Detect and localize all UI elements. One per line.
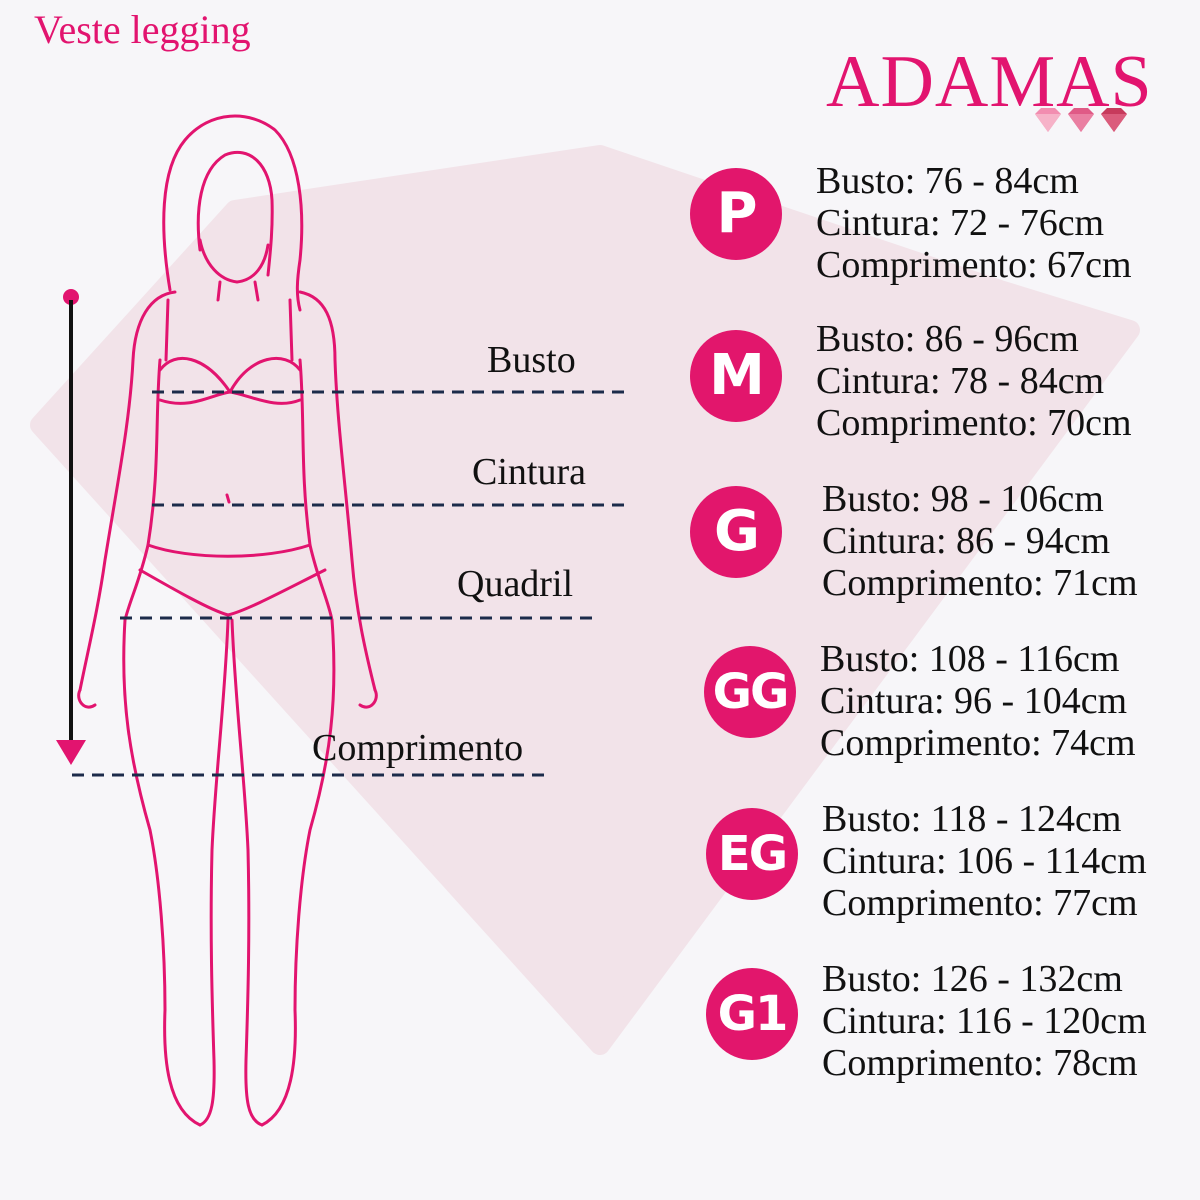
size-row-g: G Busto: 98 - 106cm Cintura: 86 - 94cm C… (690, 478, 1190, 608)
size-comprimento: Comprimento: 74cm (820, 722, 1136, 764)
size-details-g1: Busto: 126 - 132cm Cintura: 116 - 120cm … (822, 958, 1147, 1084)
size-cintura: Cintura: 96 - 104cm (820, 680, 1128, 722)
size-cintura: Cintura: 78 - 84cm (816, 360, 1105, 402)
size-comprimento: Comprimento: 70cm (816, 402, 1132, 444)
size-row-m: M Busto: 86 - 96cm Cintura: 78 - 84cm Co… (690, 318, 1190, 448)
size-busto: Busto: 126 - 132cm (822, 958, 1123, 1000)
size-busto: Busto: 108 - 116cm (820, 638, 1120, 680)
size-details-m: Busto: 86 - 96cm Cintura: 78 - 84cm Comp… (816, 318, 1132, 444)
size-busto: Busto: 98 - 106cm (822, 478, 1104, 520)
size-badge-g1: G1 (706, 968, 798, 1060)
size-comprimento: Comprimento: 71cm (822, 562, 1138, 604)
size-details-eg: Busto: 118 - 124cm Cintura: 106 - 114cm … (822, 798, 1147, 924)
size-row-g1: G1 Busto: 126 - 132cm Cintura: 116 - 120… (690, 958, 1190, 1088)
size-details-p: Busto: 76 - 84cm Cintura: 72 - 76cm Comp… (816, 160, 1132, 286)
label-quadril: Quadril (457, 563, 574, 605)
size-busto: Busto: 86 - 96cm (816, 318, 1079, 360)
size-cintura: Cintura: 106 - 114cm (822, 840, 1147, 882)
size-busto: Busto: 76 - 84cm (816, 160, 1079, 202)
size-details-gg: Busto: 108 - 116cm Cintura: 96 - 104cm C… (820, 638, 1136, 764)
size-badge-p: P (690, 168, 782, 260)
size-comprimento: Comprimento: 77cm (822, 882, 1138, 924)
label-busto: Busto (487, 339, 576, 381)
size-row-eg: EG Busto: 118 - 124cm Cintura: 106 - 114… (690, 798, 1190, 928)
label-cintura: Cintura (472, 451, 586, 493)
page-title: Veste legging (34, 7, 251, 52)
size-badge-eg: EG (706, 808, 798, 900)
size-comprimento: Comprimento: 78cm (822, 1042, 1138, 1084)
pink-diamond-icon (1035, 108, 1127, 132)
brand-logo: ADAMAS (826, 41, 1153, 123)
size-details-g: Busto: 98 - 106cm Cintura: 86 - 94cm Com… (822, 478, 1138, 604)
size-row-gg: GG Busto: 108 - 116cm Cintura: 96 - 104c… (690, 638, 1190, 768)
size-badge-gg: GG (704, 646, 796, 738)
label-comprimento: Comprimento (312, 727, 524, 769)
size-busto: Busto: 118 - 124cm (822, 798, 1122, 840)
size-badge-m: M (690, 330, 782, 422)
size-cintura: Cintura: 72 - 76cm (816, 202, 1105, 244)
size-row-p: P Busto: 76 - 84cm Cintura: 72 - 76cm Co… (690, 160, 1190, 290)
size-badge-g: G (690, 486, 782, 578)
size-cintura: Cintura: 86 - 94cm (822, 520, 1111, 562)
size-comprimento: Comprimento: 67cm (816, 244, 1132, 286)
size-cintura: Cintura: 116 - 120cm (822, 1000, 1147, 1042)
